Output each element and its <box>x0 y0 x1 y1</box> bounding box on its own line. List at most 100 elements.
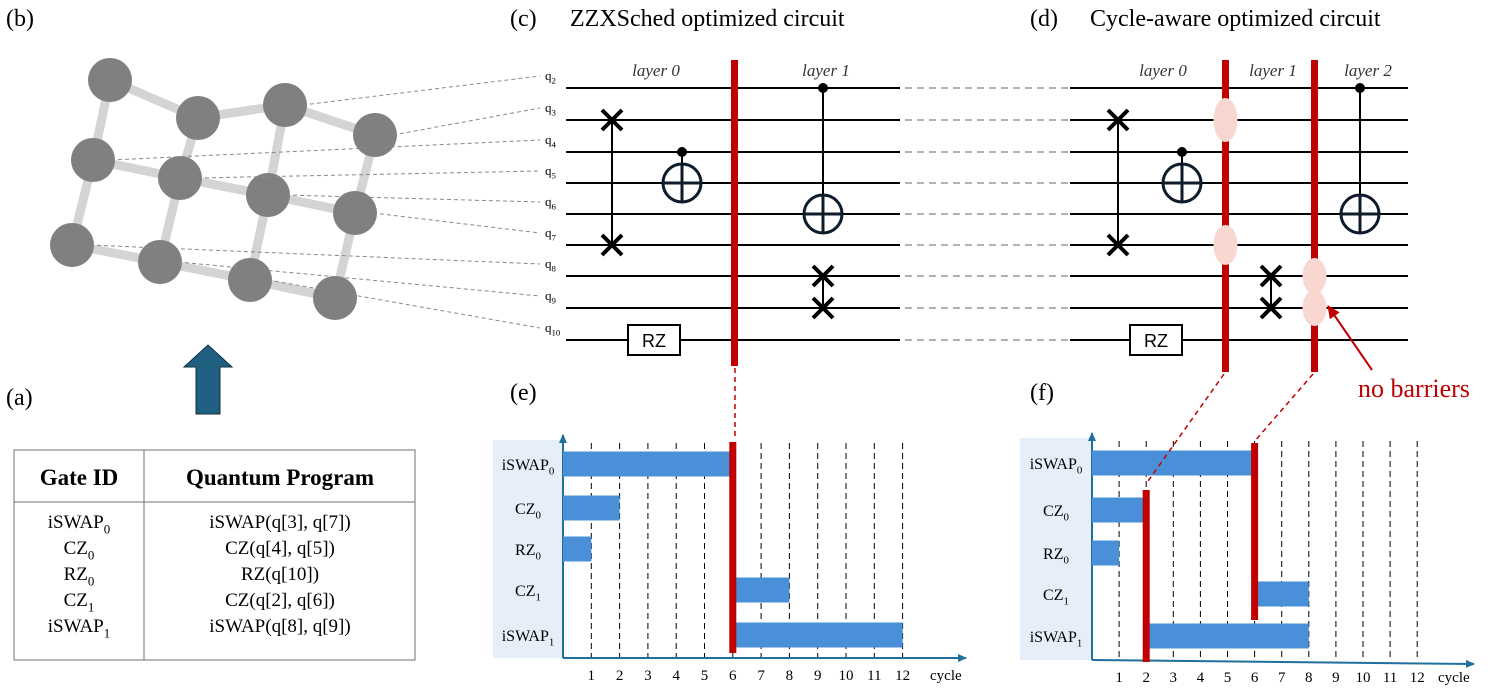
barrier-gap <box>1213 225 1238 265</box>
qubit-node <box>88 58 132 102</box>
qubit-node <box>333 191 377 235</box>
up-arrow-icon <box>182 344 234 415</box>
tick-label: 12 <box>1410 670 1425 686</box>
swap-x-icon <box>600 233 624 257</box>
layer-label: layer 2 <box>1344 61 1392 80</box>
qubit-node <box>246 173 290 217</box>
table-gate-id-base: CZ <box>64 590 88 611</box>
qubit-label-base: q <box>545 163 552 178</box>
table-gate-id: CZ1 <box>64 590 95 614</box>
table-gate-id-sub: 1 <box>104 625 110 640</box>
table-gate-id-base: iSWAP <box>48 616 104 637</box>
tick-label: 2 <box>1142 670 1150 686</box>
row-label: iSWAP0 <box>502 457 555 477</box>
mapping-line <box>177 261 541 297</box>
table-gate-id: RZ0 <box>64 564 95 588</box>
row-label: CZ1 <box>1043 587 1069 607</box>
row-label-base: CZ <box>1043 503 1063 520</box>
row-label: CZ0 <box>515 501 541 521</box>
panel-label-a: (a) <box>6 385 33 411</box>
qubit-label: q5 <box>545 163 557 181</box>
rz-gate <box>627 324 681 356</box>
barrier-line <box>731 60 738 366</box>
rz-gate <box>1129 324 1183 356</box>
layer-label: layer 0 <box>1139 61 1187 80</box>
row-label-sub: 0 <box>1077 464 1083 476</box>
row-label-sub: 0 <box>536 550 542 562</box>
swap-x-icon <box>811 296 835 320</box>
tick-label: 9 <box>814 668 822 684</box>
barrier-line <box>1142 490 1150 662</box>
qubit-label-base: q <box>545 288 552 303</box>
table-gate-id-base: iSWAP <box>48 512 104 533</box>
row-label-sub: 0 <box>1064 511 1070 523</box>
qubit-label-sub: 5 <box>552 171 557 181</box>
tick-label: 7 <box>757 668 765 684</box>
tick-label: 11 <box>1383 670 1397 686</box>
row-label-sub: 1 <box>1064 595 1069 607</box>
no-barriers-arrow <box>1327 305 1373 371</box>
control-dot-icon <box>1177 147 1187 157</box>
cycle-aware-circuit: layer 0 layer 1 layer 2 RZ <box>1070 60 1408 372</box>
table-gate-id: iSWAP0 <box>48 512 110 536</box>
row-label: RZ0 <box>1043 546 1069 566</box>
row-label-background <box>493 440 563 658</box>
panel-label-c: (c) <box>510 6 537 32</box>
qubit-node <box>138 240 182 284</box>
no-barriers-annotation: no barriers <box>1358 374 1470 403</box>
table-program: iSWAP(q[8], q[9]) <box>209 616 350 637</box>
row-label-sub: 1 <box>536 591 541 603</box>
qubit-label: q7 <box>545 225 557 243</box>
tick-label: 8 <box>1305 670 1313 686</box>
barrier-gap <box>1213 98 1238 142</box>
table-program: RZ(q[10]) <box>241 564 319 585</box>
mapping-line <box>372 212 541 234</box>
tick-label: 11 <box>867 668 881 684</box>
swap-x-icon <box>600 108 624 132</box>
control-dot-icon <box>677 147 687 157</box>
gantt-bar <box>563 451 733 477</box>
layer-label: layer 1 <box>1249 61 1297 80</box>
row-label: RZ0 <box>515 542 541 562</box>
barrier-line <box>1251 443 1259 620</box>
table-gate-id-sub: 0 <box>88 573 94 588</box>
barrier-gap <box>1302 290 1327 326</box>
row-label-base: iSWAP <box>1030 629 1077 646</box>
rz-gate-label: RZ <box>1144 331 1168 351</box>
table-gate-id: CZ0 <box>64 538 95 562</box>
table-header-program: Quantum Program <box>186 465 374 490</box>
qubit-node <box>228 258 272 302</box>
swap-x-icon <box>1106 233 1130 257</box>
row-label-base: CZ <box>515 583 535 600</box>
qubit-label: q4 <box>545 132 557 150</box>
mapping-line <box>267 279 541 329</box>
row-label-base: CZ <box>1043 587 1063 604</box>
qubit-label-sub: 6 <box>552 202 557 212</box>
tick-label: 6 <box>1251 670 1259 686</box>
qubit-label-sub: 9 <box>552 296 557 306</box>
qubit-label: q8 <box>545 256 557 274</box>
control-dot-icon <box>1355 83 1365 93</box>
barrier-line <box>1222 60 1229 372</box>
gantt-bar <box>563 536 592 562</box>
tick-label: 5 <box>1224 670 1232 686</box>
qubit-label-base: q <box>545 68 552 83</box>
barrier-line <box>1311 60 1318 372</box>
qubit-label-sub: 4 <box>552 140 557 150</box>
qubit-label-sub: 2 <box>552 76 556 86</box>
tick-label: 5 <box>701 668 709 684</box>
row-label-base: RZ <box>515 542 535 559</box>
row-label-sub: 1 <box>1077 637 1082 649</box>
table-gate-id-base: CZ <box>64 538 88 559</box>
tick-label: 8 <box>786 668 794 684</box>
qubit-mapping-lines <box>89 75 541 329</box>
tick-label: 4 <box>1197 670 1205 686</box>
qubit-label: q10 <box>545 320 561 338</box>
qubit-node <box>158 156 202 200</box>
qubit-label-sub: 7 <box>552 233 557 243</box>
qubit-node <box>313 276 357 320</box>
